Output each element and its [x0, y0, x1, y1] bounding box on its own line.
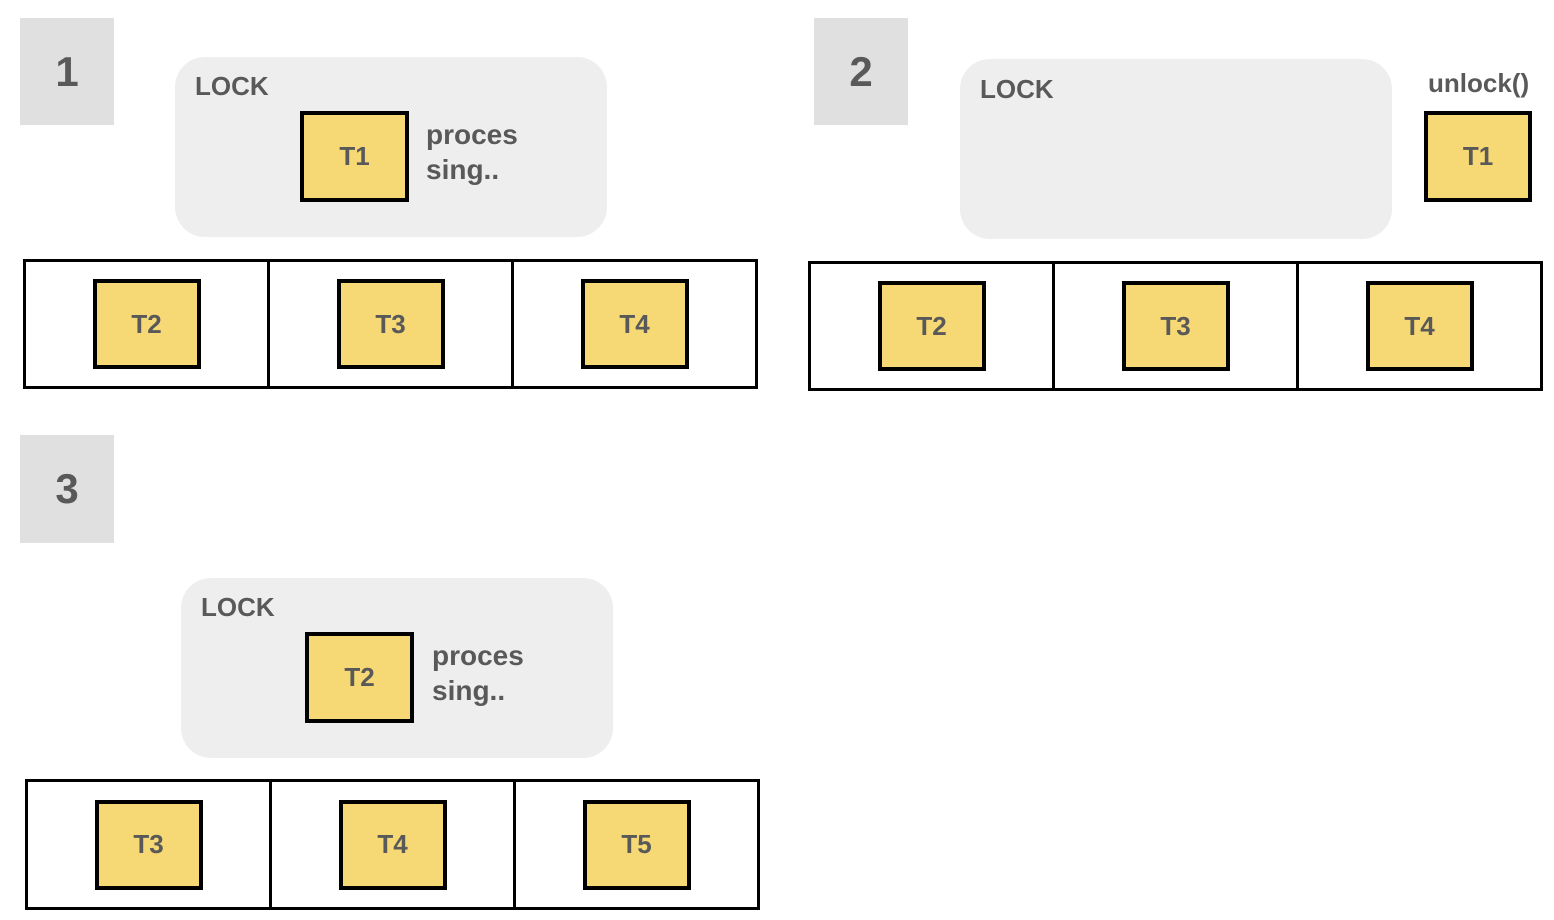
queue-slot: T4 — [514, 262, 755, 386]
queue-slot: T2 — [811, 264, 1055, 388]
processing-status: proces sing.. — [426, 117, 546, 187]
thread-box-holder: T2 — [305, 632, 414, 723]
status-line: sing.. — [426, 154, 500, 185]
status-line: sing.. — [432, 675, 506, 706]
thread-box: T5 — [582, 799, 691, 890]
thread-box: T4 — [338, 799, 447, 890]
lock-region: LOCK T1 proces sing.. — [175, 57, 607, 237]
lock-region: LOCK — [960, 59, 1392, 239]
queue-slot: T5 — [516, 782, 757, 907]
step-badge: 1 — [20, 18, 114, 125]
thread-box: T2 — [92, 279, 201, 369]
lock-region: LOCK T2 proces sing.. — [181, 578, 613, 758]
step-badge: 2 — [814, 18, 908, 125]
status-line: proces — [426, 119, 518, 150]
queue-slot: T3 — [1055, 264, 1299, 388]
waiting-queue: T2 T3 T4 — [808, 261, 1543, 391]
thread-box: T3 — [1121, 281, 1230, 371]
queue-slot: T2 — [26, 262, 270, 386]
queue-slot: T4 — [272, 782, 516, 907]
status-line: proces — [432, 640, 524, 671]
waiting-queue: T3 T4 T5 — [25, 779, 760, 910]
thread-box: T3 — [94, 799, 203, 890]
thread-box: T4 — [580, 279, 689, 369]
thread-box: T3 — [336, 279, 445, 369]
queue-slot: T3 — [28, 782, 272, 907]
unlock-call-label: unlock() — [1428, 68, 1530, 98]
thread-box-holder: T1 — [300, 111, 409, 202]
lock-label: LOCK — [201, 592, 275, 622]
waiting-queue: T2 T3 T4 — [23, 259, 758, 389]
queue-slot: T3 — [270, 262, 514, 386]
step-badge: 3 — [20, 435, 114, 543]
queue-slot: T4 — [1299, 264, 1540, 388]
thread-box: T2 — [877, 281, 986, 371]
thread-box-released: T1 — [1424, 111, 1532, 202]
lock-label: LOCK — [980, 74, 1054, 104]
lock-label: LOCK — [195, 71, 269, 101]
thread-box: T4 — [1365, 281, 1474, 371]
processing-status: proces sing.. — [432, 638, 552, 708]
